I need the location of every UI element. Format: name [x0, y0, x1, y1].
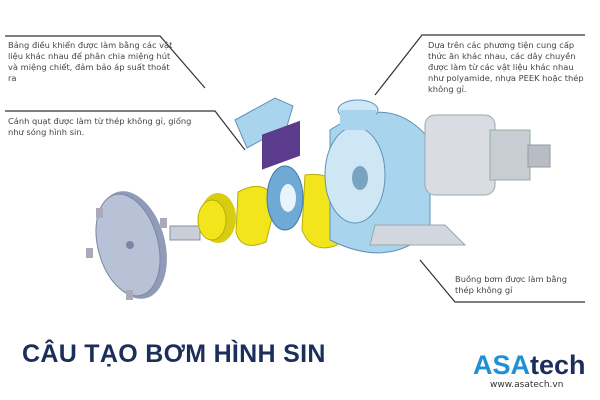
callout-line-chamber — [419, 259, 585, 303]
yellow-hub — [197, 193, 236, 243]
callout-line-materials — [374, 34, 585, 96]
callout-line-impeller — [5, 110, 246, 151]
yellow-impeller-left — [235, 185, 277, 246]
shaft-seal — [169, 225, 201, 241]
callout-lines — [5, 34, 585, 303]
motor — [424, 114, 551, 196]
gate-assembly — [234, 97, 304, 231]
note-impeller: Cánh quạt được làm từ thép không gỉ, giố… — [8, 116, 192, 137]
front-cover-disc — [86, 191, 167, 300]
logo-url: www.asatech.vn — [490, 380, 564, 390]
asatech-logo: ASAtech — [473, 352, 586, 379]
pump-housing — [324, 99, 467, 254]
callout-line-control-panel — [5, 35, 206, 89]
logo-asa: ASA — [473, 350, 531, 380]
page-title: CÂU TẠO BƠM HÌNH SIN — [22, 340, 326, 368]
note-materials: Dựa trên các phương tiện cung cấp thức ă… — [428, 40, 584, 94]
note-control-panel: Bảng điều khiển được làm bằng các vật li… — [8, 40, 173, 83]
logo-tech: tech — [530, 350, 586, 380]
note-chamber: Buồng bơm được làm bằng thép không gỉ — [455, 274, 568, 295]
